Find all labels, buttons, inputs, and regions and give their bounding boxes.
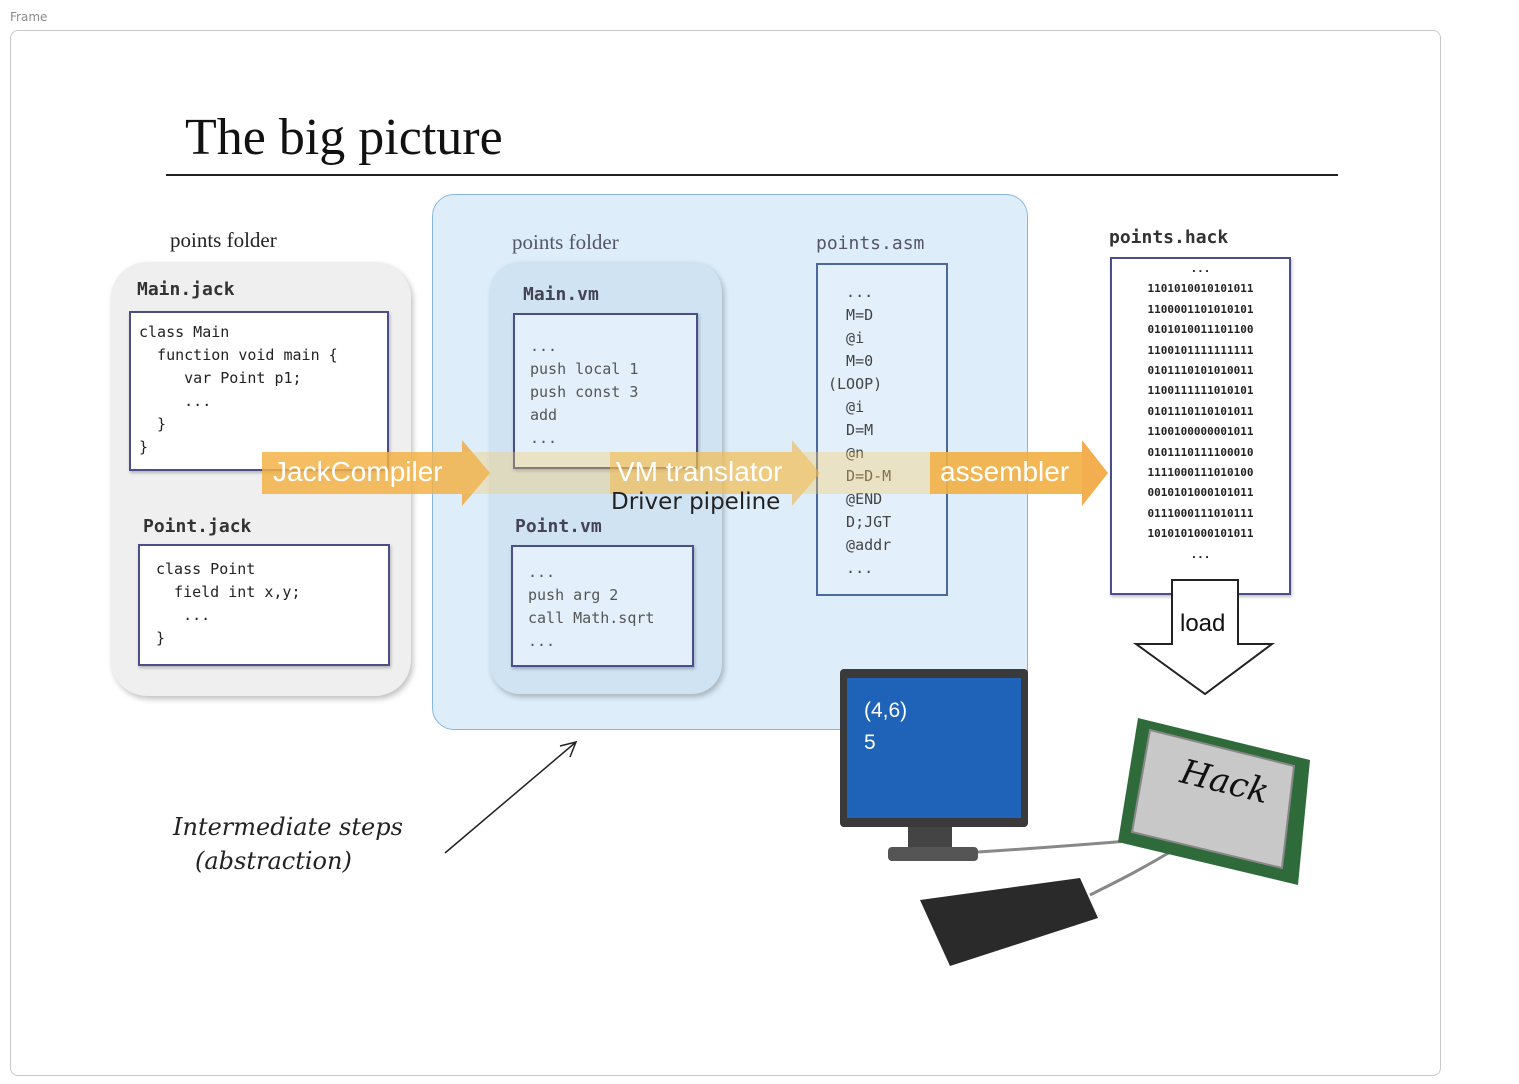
load-arrow-shape: [1132, 579, 1276, 696]
hack-line: 1100001101010101: [1147, 302, 1254, 316]
hack-line: 1100101111111111: [1147, 343, 1254, 357]
note-line-2: (abstraction): [195, 847, 352, 875]
hack-line: 1101010010101011: [1147, 282, 1254, 296]
hack-line: ...: [1190, 262, 1211, 275]
monitor-stand: [908, 827, 952, 849]
point-jack-code: class Point field int x,y; ... }: [138, 544, 390, 666]
main-vm-code: ... push local 1 push const 3 add ...: [513, 313, 698, 469]
main-jack-code: class Main function void main { var Poin…: [129, 311, 389, 471]
pipeline-band: [262, 452, 1082, 494]
hack-line: 0101110111100010: [1147, 445, 1254, 459]
hack-line: 1100111111010101: [1147, 384, 1254, 398]
jack-folder-label: points folder: [170, 228, 277, 252]
note-arrow-line: [444, 741, 577, 854]
driver-pipeline-label: Driver pipeline: [611, 489, 781, 515]
jackcompiler-arrow: [262, 440, 490, 506]
title-rule: [166, 174, 1338, 176]
hack-line: 0101110110101011: [1147, 404, 1254, 418]
point-vm-code: ... push arg 2 call Math.sqrt ...: [511, 545, 694, 667]
assembler-arrow: [930, 440, 1108, 506]
hack-line: 1100100000001011: [1147, 425, 1254, 439]
stage-jackcompiler: JackCompiler: [273, 456, 443, 487]
main-vm-filename: Main.vm: [523, 284, 599, 305]
monitor-line-1: (4,6): [864, 699, 908, 722]
slide-title: The big picture: [185, 109, 503, 166]
hack-filename: points.hack: [1109, 227, 1229, 248]
hack-line: 1111000111010100: [1147, 466, 1254, 480]
keyboard-cable: [1089, 850, 1171, 897]
point-vm-filename: Point.vm: [515, 516, 602, 537]
hack-line: 1010101000101011: [1147, 527, 1254, 541]
vm-folder-label: points folder: [512, 230, 619, 254]
vm-translator-arrow: [610, 440, 820, 506]
hack-line: 0101110101010011: [1147, 364, 1254, 378]
keyboard: [920, 878, 1098, 966]
point-jack-filename: Point.jack: [143, 516, 252, 537]
monitor-screen: [847, 678, 1021, 818]
hack-line: 0010101000101011: [1147, 486, 1254, 500]
hack-line: 0111000111010111: [1147, 506, 1254, 520]
monitor-line-2: 5: [864, 731, 876, 754]
note-arrow-head: [559, 740, 578, 758]
intermediate-steps-note: Intermediate steps (abstraction): [173, 810, 403, 878]
hack-code: ... 1101010010101011 1100001101010101 01…: [1110, 257, 1291, 595]
asm-code: ... M=D @i M=0 (LOOP) @i D=M @n D=D-M @E…: [816, 263, 948, 596]
monitor-base: [888, 847, 978, 861]
hack-line: 0101010011101100: [1147, 323, 1254, 337]
load-label: load: [1180, 610, 1226, 637]
stage-vm-translator: VM translator: [616, 456, 783, 487]
main-jack-filename: Main.jack: [137, 279, 235, 300]
chip-heatspreader: [1130, 728, 1296, 870]
asm-filename: points.asm: [816, 233, 925, 254]
frame-label: Frame: [10, 10, 48, 24]
stage-assembler: assembler: [940, 456, 1070, 487]
note-line-1: Intermediate steps: [173, 813, 403, 841]
hack-line: ...: [1190, 547, 1211, 561]
